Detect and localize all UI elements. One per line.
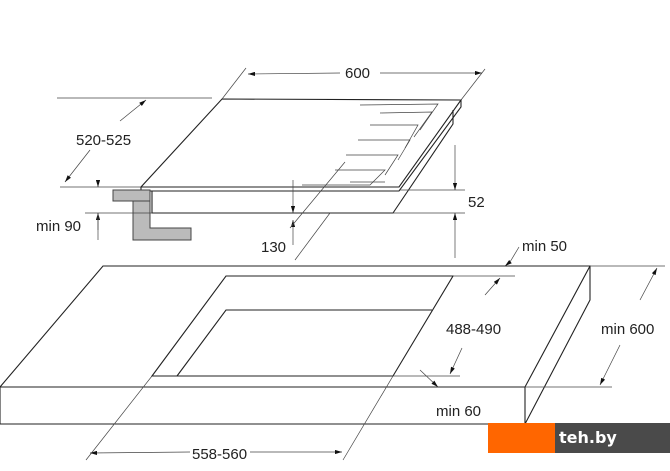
burner-grates: [302, 103, 439, 186]
worktop-dimensions: [85, 246, 665, 461]
mounting-bracket: [112, 189, 192, 241]
label-hob-depth: 520-525: [76, 132, 131, 149]
label-cutout-depth: 488-490: [446, 321, 501, 338]
label-min-front: min 60: [436, 403, 481, 420]
worktop-drawing: [0, 265, 591, 425]
label-cutout-width: 558-560: [192, 446, 247, 463]
logo-text: teh.by: [559, 428, 617, 447]
teh-by-logo: teh.by: [488, 423, 670, 453]
label-hob-height: 52: [468, 194, 485, 211]
label-below-depth: 130: [261, 239, 286, 256]
label-hob-width: 600: [345, 65, 370, 82]
hob-dimensions: [57, 67, 486, 261]
label-min-clearance-below: min 90: [36, 218, 81, 235]
hob-drawing: [112, 98, 463, 241]
label-min-back: min 50: [522, 238, 567, 255]
label-worktop-depth: min 600: [601, 321, 654, 338]
